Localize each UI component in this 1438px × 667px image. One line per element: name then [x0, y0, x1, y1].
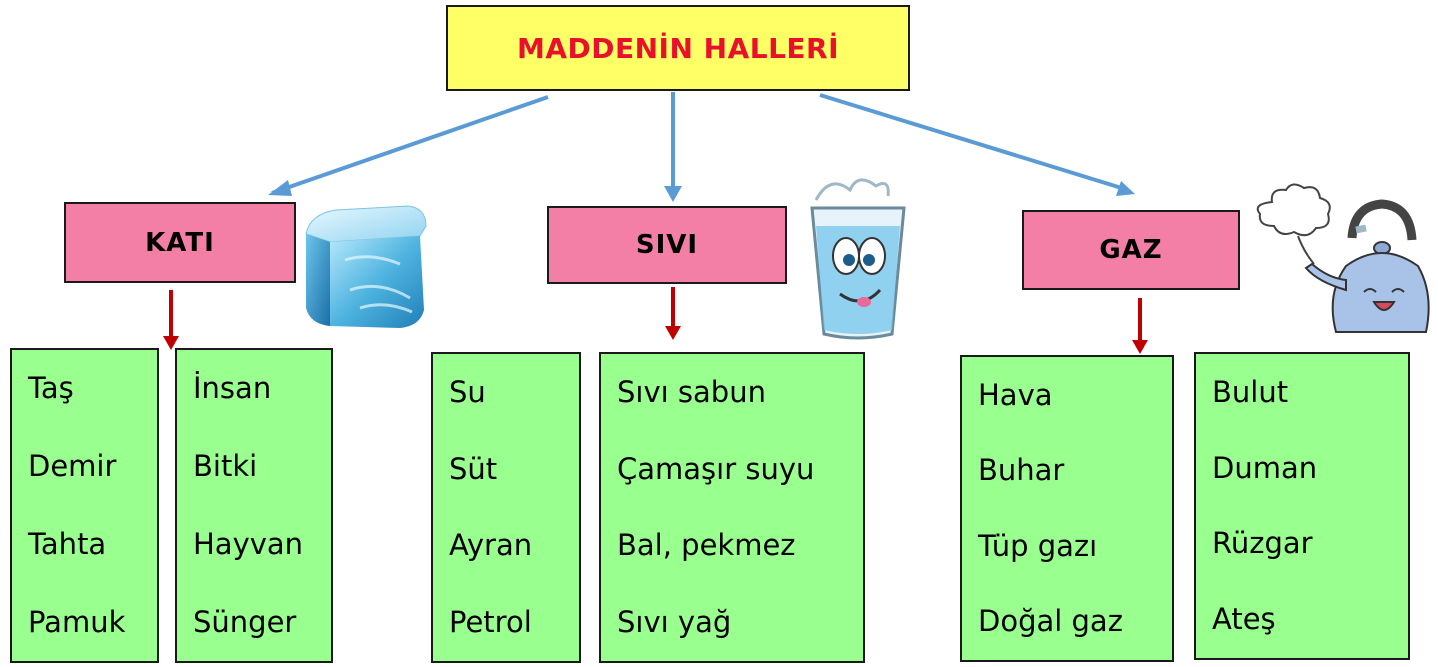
- list-gaz-2: Bulut Duman Rüzgar Ateş: [1194, 352, 1410, 660]
- category-label-gaz: GAZ: [1099, 235, 1163, 265]
- category-label-kati: KATI: [145, 227, 215, 258]
- list-sivi-1: Su Süt Ayran Petrol: [431, 352, 581, 663]
- list-item: Çamaşır suyu: [617, 451, 815, 486]
- arrow-head-sivi: [664, 186, 682, 202]
- list-kati-1: Taş Demir Tahta Pamuk: [10, 348, 159, 663]
- list-item: Hayvan: [193, 527, 304, 561]
- list-item: Ayran: [449, 528, 533, 563]
- list-item: Sünger: [193, 605, 297, 639]
- list-item: Buhar: [978, 453, 1065, 488]
- list-sivi-2: Sıvı sabun Çamaşır suyu Bal, pekmez Sıvı…: [599, 352, 865, 663]
- red-arrow-head-sivi: [665, 326, 681, 340]
- red-arrow-head-gaz: [1132, 340, 1148, 354]
- list-item: İnsan: [193, 371, 272, 405]
- arrow-head-kati: [268, 180, 292, 196]
- category-box-kati: KATI: [64, 202, 296, 283]
- arrow-head-gaz: [1116, 181, 1135, 196]
- ice-cube-icon: [305, 205, 427, 328]
- diagram-title: MADDENİN HALLERİ: [516, 31, 840, 65]
- list-item: Taş: [28, 371, 74, 405]
- title-box: MADDENİN HALLERİ: [446, 5, 910, 91]
- list-item: Süt: [449, 451, 498, 486]
- steaming-kettle-icon: [1256, 183, 1430, 333]
- list-item: Demir: [28, 449, 117, 483]
- arrow-to-kati: [271, 95, 549, 195]
- list-item: Doğal gaz: [978, 603, 1123, 638]
- list-item: Bal, pekmez: [617, 528, 796, 563]
- list-item: Bulut: [1212, 375, 1289, 409]
- arrow-to-gaz: [819, 93, 1129, 192]
- category-label-sivi: SIVI: [635, 230, 699, 260]
- list-gaz-1: Hava Buhar Tüp gazı Doğal gaz: [960, 355, 1174, 662]
- category-box-gaz: GAZ: [1022, 210, 1240, 290]
- list-item: Sıvı sabun: [617, 375, 766, 409]
- list-item: Duman: [1212, 450, 1318, 485]
- list-item: Tüp gazı: [978, 528, 1098, 563]
- category-box-sivi: SIVI: [547, 206, 787, 284]
- list-item: Petrol: [449, 604, 532, 639]
- red-arrow-head-kati: [163, 336, 179, 350]
- list-item: Sıvı yağ: [617, 604, 732, 639]
- list-item: Pamuk: [28, 605, 126, 639]
- list-item: Rüzgar: [1212, 526, 1313, 561]
- list-item: Su: [449, 375, 486, 409]
- list-item: Bitki: [193, 449, 258, 483]
- list-item: Ateş: [1212, 601, 1276, 636]
- list-kati-2: İnsan Bitki Hayvan Sünger: [175, 348, 333, 663]
- water-glass-icon: [810, 178, 906, 340]
- list-item: Hava: [978, 378, 1053, 412]
- list-item: Tahta: [28, 527, 107, 561]
